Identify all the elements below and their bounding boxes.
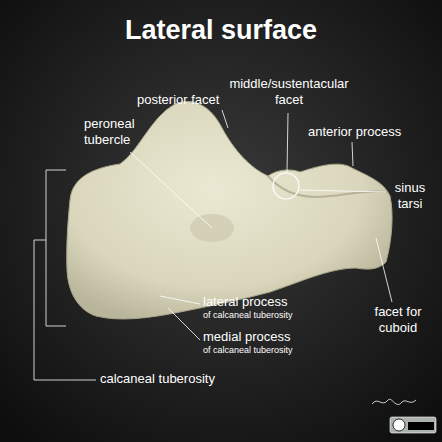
- license-badge: [390, 417, 436, 433]
- part-label: facet for cuboid: [358, 304, 438, 335]
- part-label: medial process: [203, 329, 313, 345]
- part-label: sinus tarsi: [382, 180, 438, 211]
- signature: [372, 399, 416, 404]
- part-sublabel: of calcaneal tuberosity: [203, 310, 323, 321]
- part-sublabel: of calcaneal tuberosity: [203, 345, 323, 356]
- part-label: peroneal tubercle: [84, 116, 164, 147]
- part-label: posterior facet: [137, 92, 247, 108]
- part-label: anterior process: [308, 124, 418, 140]
- title: Lateral surface: [0, 14, 442, 46]
- part-label: middle/sustentacular facet: [228, 76, 350, 107]
- part-label: calcaneal tuberosity: [100, 371, 260, 387]
- part-label: lateral process: [203, 294, 313, 310]
